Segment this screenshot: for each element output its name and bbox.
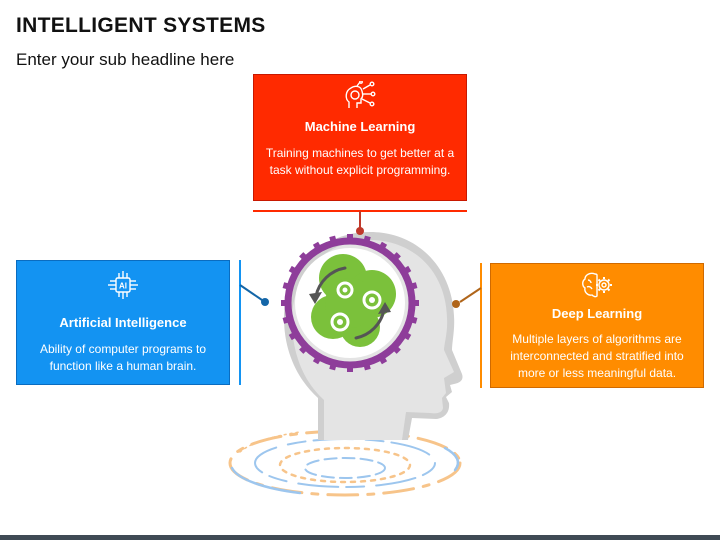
page-title: INTELLIGENT SYSTEMS xyxy=(16,14,266,37)
deep-learning-description: Multiple layers of algorithms are interc… xyxy=(510,332,684,380)
circuit-rings-icon xyxy=(228,429,462,497)
machine-learning-title: Machine Learning xyxy=(304,119,416,134)
connector-ml xyxy=(253,210,467,235)
ai-chip-icon: AI xyxy=(108,271,138,299)
artificial-intelligence-card: AI Artificial Intelligence Ability of co… xyxy=(16,260,230,385)
machine-learning-card: Machine Learning Training machines to ge… xyxy=(253,74,467,201)
deep-learning-title: Deep Learning xyxy=(551,306,643,321)
brain-network-icon xyxy=(345,81,376,108)
connector-dl xyxy=(452,263,482,388)
footer-bar xyxy=(0,535,720,540)
svg-text:AI: AI xyxy=(119,282,127,291)
machine-learning-description: Training machines to get better at a tas… xyxy=(265,146,455,177)
deep-learning-card: Deep Learning Multiple layers of algorit… xyxy=(490,263,704,388)
page-subtitle: Enter your sub headline here xyxy=(16,50,235,69)
brain-gear-icon xyxy=(582,272,612,298)
green-gears-icon xyxy=(311,254,396,347)
rotation-arrows-icon xyxy=(314,266,386,340)
artificial-intelligence-description: Ability of computer programs to function… xyxy=(39,342,207,373)
artificial-intelligence-title: Artificial Intelligence xyxy=(59,315,187,330)
connector-ai xyxy=(239,260,269,385)
